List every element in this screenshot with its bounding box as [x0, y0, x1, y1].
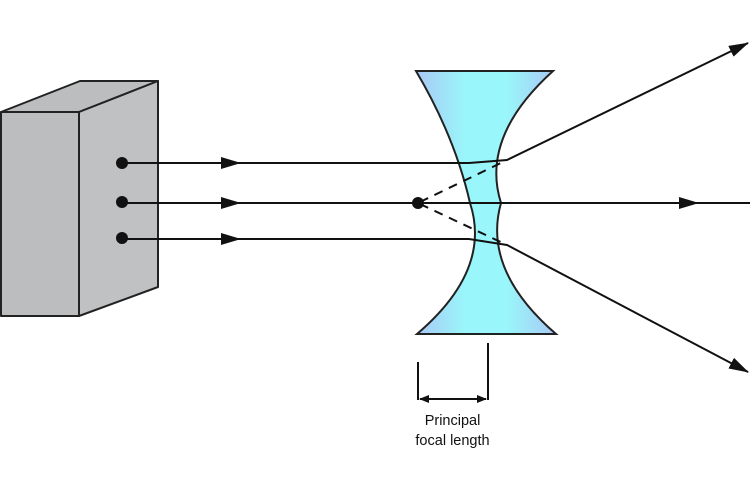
source-dot: [116, 157, 128, 169]
focal-length-label: Principal focal length: [380, 411, 525, 451]
focal-length-bracket: [417, 343, 489, 403]
label-line-1: Principal: [424, 413, 481, 429]
ray-bottom: [238, 238, 749, 373]
label-line-2: focal length: [415, 433, 490, 449]
source-dot: [116, 232, 128, 244]
virtual-ray-bottom: [419, 203, 508, 246]
ray-top: [238, 42, 749, 164]
focal-point: [412, 197, 424, 209]
source-points: [116, 157, 424, 244]
source-dot: [116, 196, 128, 208]
light-rays: [122, 42, 750, 373]
light-source-box: [0, 80, 159, 317]
virtual-ray-top: [419, 159, 508, 203]
box-front-face: [0, 111, 80, 317]
